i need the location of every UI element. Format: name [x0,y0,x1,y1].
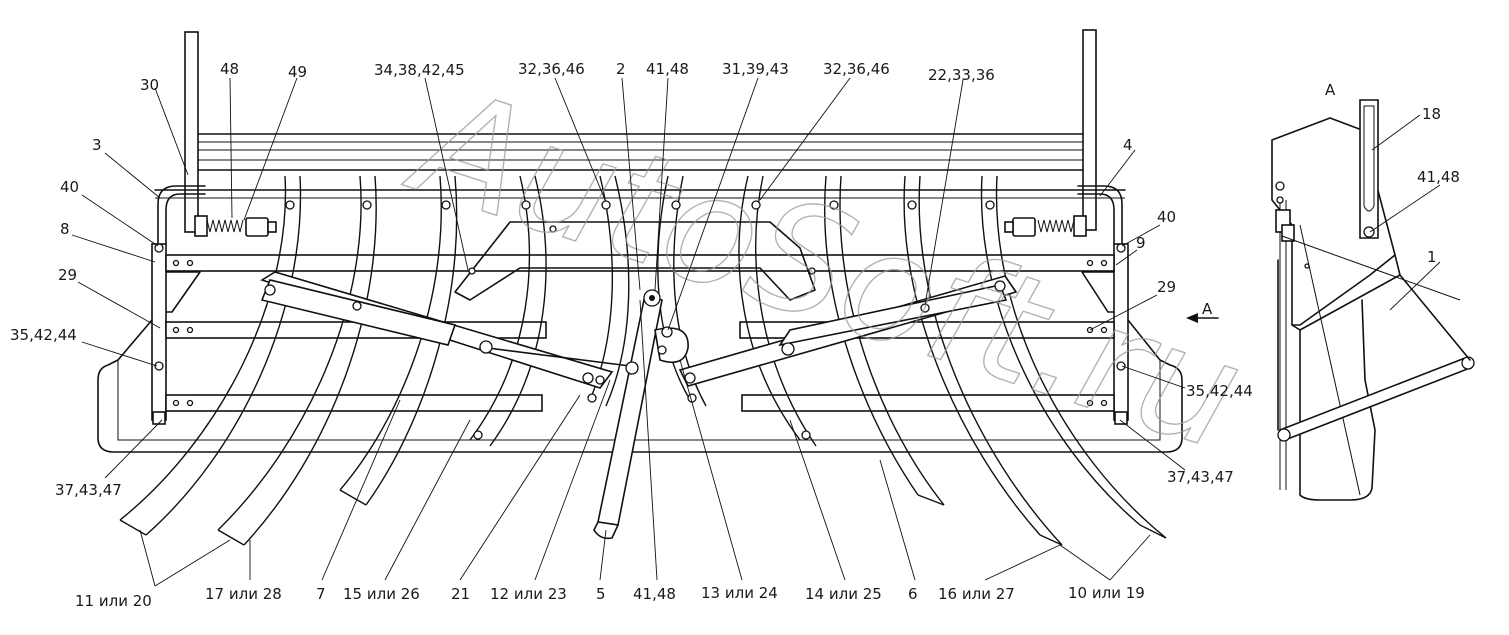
bottom-label-6: 12 или 23 [490,585,567,603]
bottom-label-7: 5 [596,585,606,603]
callout-32-a: 32,36,46 [518,60,585,78]
callout-2: 2 [616,60,626,78]
right-post [1082,29,1097,231]
bottom-label-4: 15 или 26 [343,585,420,603]
lower-bar-left [165,394,543,412]
central-plate [454,221,816,301]
bottom-label-5: 21 [451,585,470,603]
callout-32-b: 32,36,46 [823,60,890,78]
callout-41-top: 41,48 [646,60,689,78]
arrow-a-label: A [1202,300,1213,318]
callout-41-side: 41,48 [1417,168,1460,186]
callout-35-left: 35,42,44 [10,326,77,344]
right-lever-arms [678,275,1018,387]
bottom-label-1: 11 или 20 [75,592,152,610]
bottom-label-12: 16 или 27 [938,585,1015,603]
center-lever-handle [473,289,811,540]
callout-22: 22,33,36 [928,66,995,84]
callout-48: 48 [220,60,239,78]
callout-29-left: 29 [58,266,77,284]
tine-11 [119,175,302,536]
bottom-label-13: 10 или 19 [1068,584,1145,602]
callout-37-left: 37,43,47 [55,481,122,499]
callout-9: 9 [1136,234,1146,252]
tine-10 [980,175,1167,539]
callout-34: 34,38,42,45 [374,61,465,79]
bottom-label-9: 13 или 24 [701,584,778,602]
bottom-labels: 11 или 20 17 или 28 7 15 или 26 21 12 ил… [75,584,1145,610]
callout-49: 49 [288,63,307,81]
left-post [184,31,199,233]
callout-3: 3 [92,136,102,154]
callout-8: 8 [60,220,70,238]
callout-40-right: 40 [1157,208,1176,226]
side-view-a [1271,99,1475,501]
tine-14 [738,175,817,447]
part-18-tine-bracket [1359,99,1379,239]
bottom-label-10: 14 или 25 [805,585,882,603]
tine-16 [903,175,1063,546]
bottom-label-2: 17 или 28 [205,585,282,603]
tine-17 [217,175,377,546]
callout-labels: 30 48 49 3 40 8 29 35,42,44 37,43,47 34,… [10,60,1460,499]
view-a-label: A [1325,81,1336,99]
bottom-label-3: 7 [316,585,326,603]
right-spring-assembly [1004,215,1087,237]
bottom-label-11: 6 [908,585,918,603]
left-spring-assembly [194,215,277,237]
callout-37-right: 37,43,47 [1167,468,1234,486]
callout-31: 31,39,43 [722,60,789,78]
callout-4: 4 [1123,136,1133,154]
callout-18: 18 [1422,105,1441,123]
left-lever-arms [260,271,631,389]
lower-bar-right [741,394,1115,412]
callout-30: 30 [140,76,159,94]
callout-1: 1 [1427,248,1437,266]
leader-lines [71,77,1441,587]
bottom-label-8: 41,48 [633,585,676,603]
view-arrow [1186,313,1219,323]
callout-29-right: 29 [1157,278,1176,296]
callout-40-left: 40 [60,178,79,196]
callout-35-right: 35,42,44 [1186,382,1253,400]
upper-cross-bar [165,254,1115,272]
left-side-strip [151,243,167,421]
tine-6 [824,175,945,506]
tine-7 [339,175,458,506]
